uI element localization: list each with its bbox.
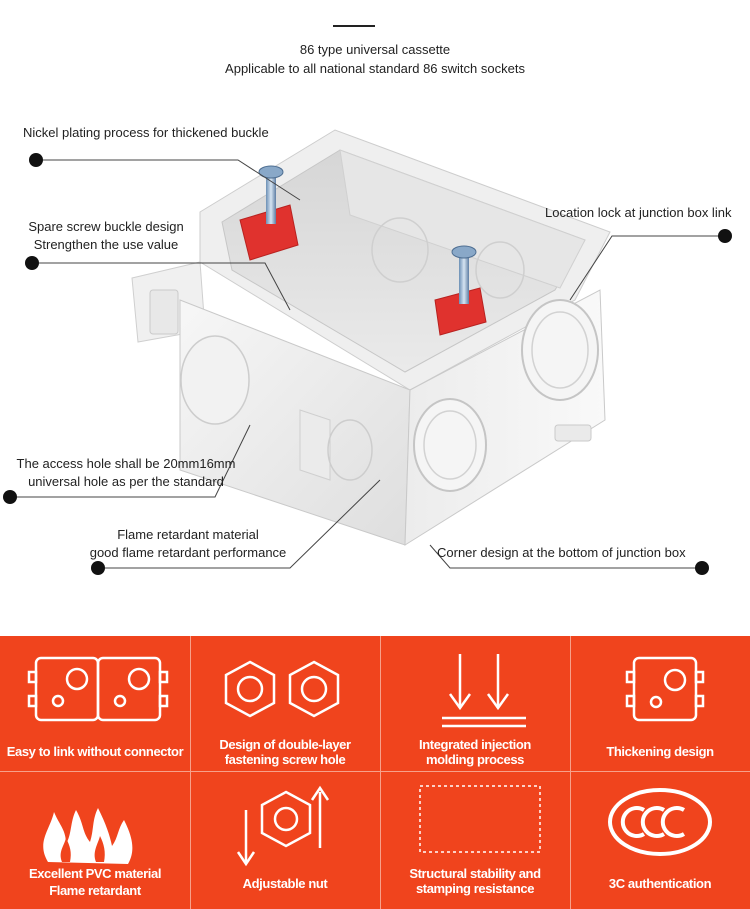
screw-shaft-left [266,172,276,224]
product-diagram: 86 type universal cassette Applicable to… [3,25,732,575]
callout-location: Location lock at junction box link [545,205,732,220]
leader-corner [429,544,702,569]
feature-injection: Integrated injection molding process [380,636,570,771]
feature-injection-label-2: molding process [425,752,525,767]
dashed-frame-icon [419,785,541,853]
grid-divider-2 [380,636,381,909]
linked-boxes-icon [27,656,169,722]
left-clip [149,289,179,335]
callout-flame-line-2: good flame retardant performance [89,545,287,560]
headline-line-1: 86 type universal cassette [299,42,451,57]
feature-pvc: Excellent PVC material Flame retardant [0,772,190,909]
dot-corner [695,561,709,575]
front-slot-1 [299,409,331,481]
feature-injection-label-1: Integrated injection [419,737,531,752]
junction-box-illustration [3,129,732,575]
callout-access-line-1: The access hole shall be 20mm16mm [16,456,236,471]
front-knockout-center [327,419,373,481]
callout-corner: Corner design at the bottom of junction … [437,545,686,560]
leader-nickel [36,159,301,201]
callout-flame: Flame retardant material good flame reta… [78,526,298,562]
callout-spare-line-1: Spare screw buckle design [28,219,184,234]
feature-thickening-label: Thickening design [606,744,714,759]
double-hex-nut-icon [224,660,340,718]
feature-adjustable-nut: Adjustable nut [190,772,380,909]
callout-spare: Spare screw buckle design Strengthen the… [22,218,190,254]
grid-divider-3 [570,636,571,909]
feature-linking-label: Easy to link without connector [6,744,184,759]
thick-box-icon [625,656,705,722]
grid-divider-row [0,771,750,772]
dot-access [3,490,17,504]
flame-icon [43,808,133,864]
callout-flame-line-1: Flame retardant material [117,527,259,542]
feature-pvc-label-1: Excellent PVC material [28,866,162,881]
adjustable-nut-icon [236,785,330,867]
screw-head-right [451,245,477,259]
inner-knockout-2 [475,241,525,299]
dot-location [718,229,732,243]
feature-3c-label: 3C authentication [608,876,712,891]
feature-structural-label-2: stamping resistance [415,881,535,896]
grid-divider-1 [190,636,191,909]
injection-arrows-icon [442,654,526,728]
leader-lines [10,159,725,569]
screw-shaft-right [459,252,469,304]
dot-nickel [29,153,43,167]
front-knockout-left [180,335,250,425]
feature-pvc-label-2: Flame retardant [49,883,141,898]
side-knockout-large-inner [531,311,589,389]
callout-spare-line-2: Strengthen the use value [33,237,179,252]
dot-flame [91,561,105,575]
dot-spare [25,256,39,270]
callout-nickel: Nickel plating process for thickened buc… [23,125,269,140]
feature-double-layer-label-2: fastening screw hole [224,752,346,767]
callout-access-line-2: universal hole as per the standard [28,474,224,489]
leader-location [569,235,725,301]
feature-double-layer: Design of double-layer fastening screw h… [190,636,380,771]
side-knockout-small-inner [423,410,477,480]
feature-3c: 3C authentication [570,772,750,909]
side-knockout-small [413,398,487,492]
leader-access [10,424,251,498]
title-rule [333,25,375,27]
headline-line-2: Applicable to all national standard 86 s… [225,61,525,76]
ccc-mark-icon [608,788,712,856]
feature-structural: Structural stability and stamping resist… [380,772,570,909]
callout-dots [3,153,732,575]
feature-linking: Easy to link without connector [0,636,190,771]
screw-head-left [258,165,284,179]
inner-knockout-1 [371,217,429,283]
feature-thickening: Thickening design [570,636,750,771]
bottom-corner-tab [554,424,592,442]
leader-spare [32,262,291,311]
feature-double-layer-label-1: Design of double-layer [219,737,351,752]
feature-structural-label-1: Structural stability and [409,866,541,881]
box-inner-back-wall [339,149,586,289]
feature-adjustable-nut-label: Adjustable nut [242,876,328,891]
side-knockout-large [521,299,599,401]
leader-flame [98,479,381,569]
callout-access: The access hole shall be 20mm16mm univer… [10,455,242,491]
